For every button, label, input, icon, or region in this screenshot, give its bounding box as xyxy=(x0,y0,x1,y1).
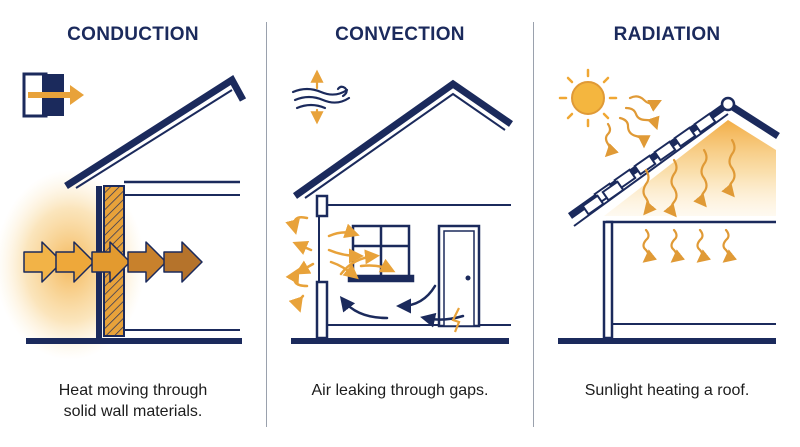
air-flow-icon xyxy=(291,69,351,125)
convection-illustration xyxy=(285,69,513,344)
sun-rays xyxy=(604,95,662,158)
conduction-icon xyxy=(22,72,84,118)
window xyxy=(347,224,415,283)
house-roof xyxy=(64,75,247,189)
convection-caption: Air leaking through gaps. xyxy=(267,380,533,401)
caption-line: Heat moving through xyxy=(58,382,208,399)
heat-waves xyxy=(642,138,737,263)
air-circulation-arrows xyxy=(339,284,465,328)
heat-arrow-1 xyxy=(23,241,63,283)
heat-arrows xyxy=(23,241,203,283)
panel-divider xyxy=(266,22,267,427)
heat-arrow-2 xyxy=(55,241,95,283)
convection-panel: CONVECTION xyxy=(267,0,533,447)
air-leak-arrows xyxy=(285,216,396,313)
heat-arrow-4 xyxy=(127,241,167,283)
panel-divider xyxy=(533,22,534,427)
conduction-caption: Heat moving through solid wall materials… xyxy=(0,380,266,422)
house-roof xyxy=(292,79,513,199)
sun-icon xyxy=(558,68,618,128)
conduction-illustration xyxy=(0,72,247,360)
draft-indicator xyxy=(451,307,461,333)
radiation-caption: Sunlight heating a roof. xyxy=(534,380,800,401)
conduction-title: CONDUCTION xyxy=(67,24,199,45)
caption-line: solid wall materials. xyxy=(63,403,203,420)
conduction-panel: CONDUCTION xyxy=(0,0,266,447)
door xyxy=(437,224,481,328)
radiation-panel: RADIATION xyxy=(534,0,800,447)
house-roof xyxy=(567,96,780,227)
caption-line: Air leaking through gaps. xyxy=(311,382,489,399)
heat-arrow-5 xyxy=(163,241,203,283)
house-wall xyxy=(602,220,614,340)
convection-title: CONVECTION xyxy=(335,24,465,45)
caption-line: Sunlight heating a roof. xyxy=(584,382,750,399)
heat-arrow-3 xyxy=(91,241,131,283)
radiation-title: RADIATION xyxy=(613,24,721,45)
radiation-illustration xyxy=(558,68,780,344)
